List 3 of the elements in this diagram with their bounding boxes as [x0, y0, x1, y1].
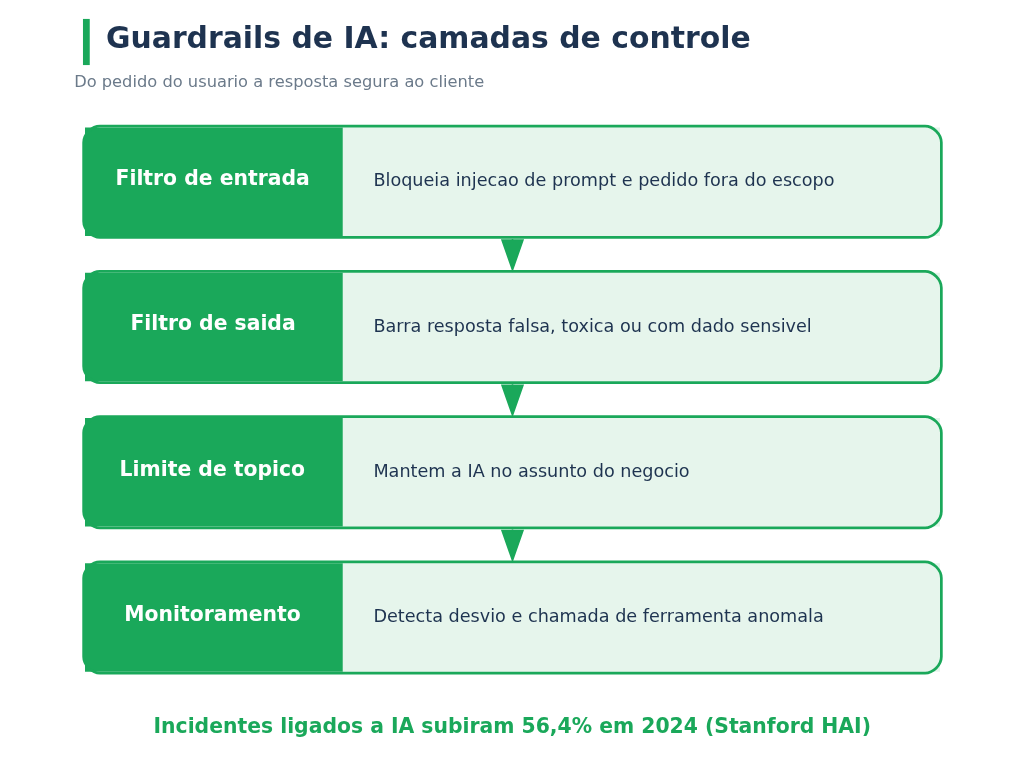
caption: Incidentes ligados a IA subiram 56,4% em 2024 (Stanford HAI) [153, 714, 871, 739]
diagram-title: Guardrails de IA: camadas de controle [105, 20, 751, 56]
label: Do pedido do usuario a resposta segura ao cliente [73, 71, 484, 91]
